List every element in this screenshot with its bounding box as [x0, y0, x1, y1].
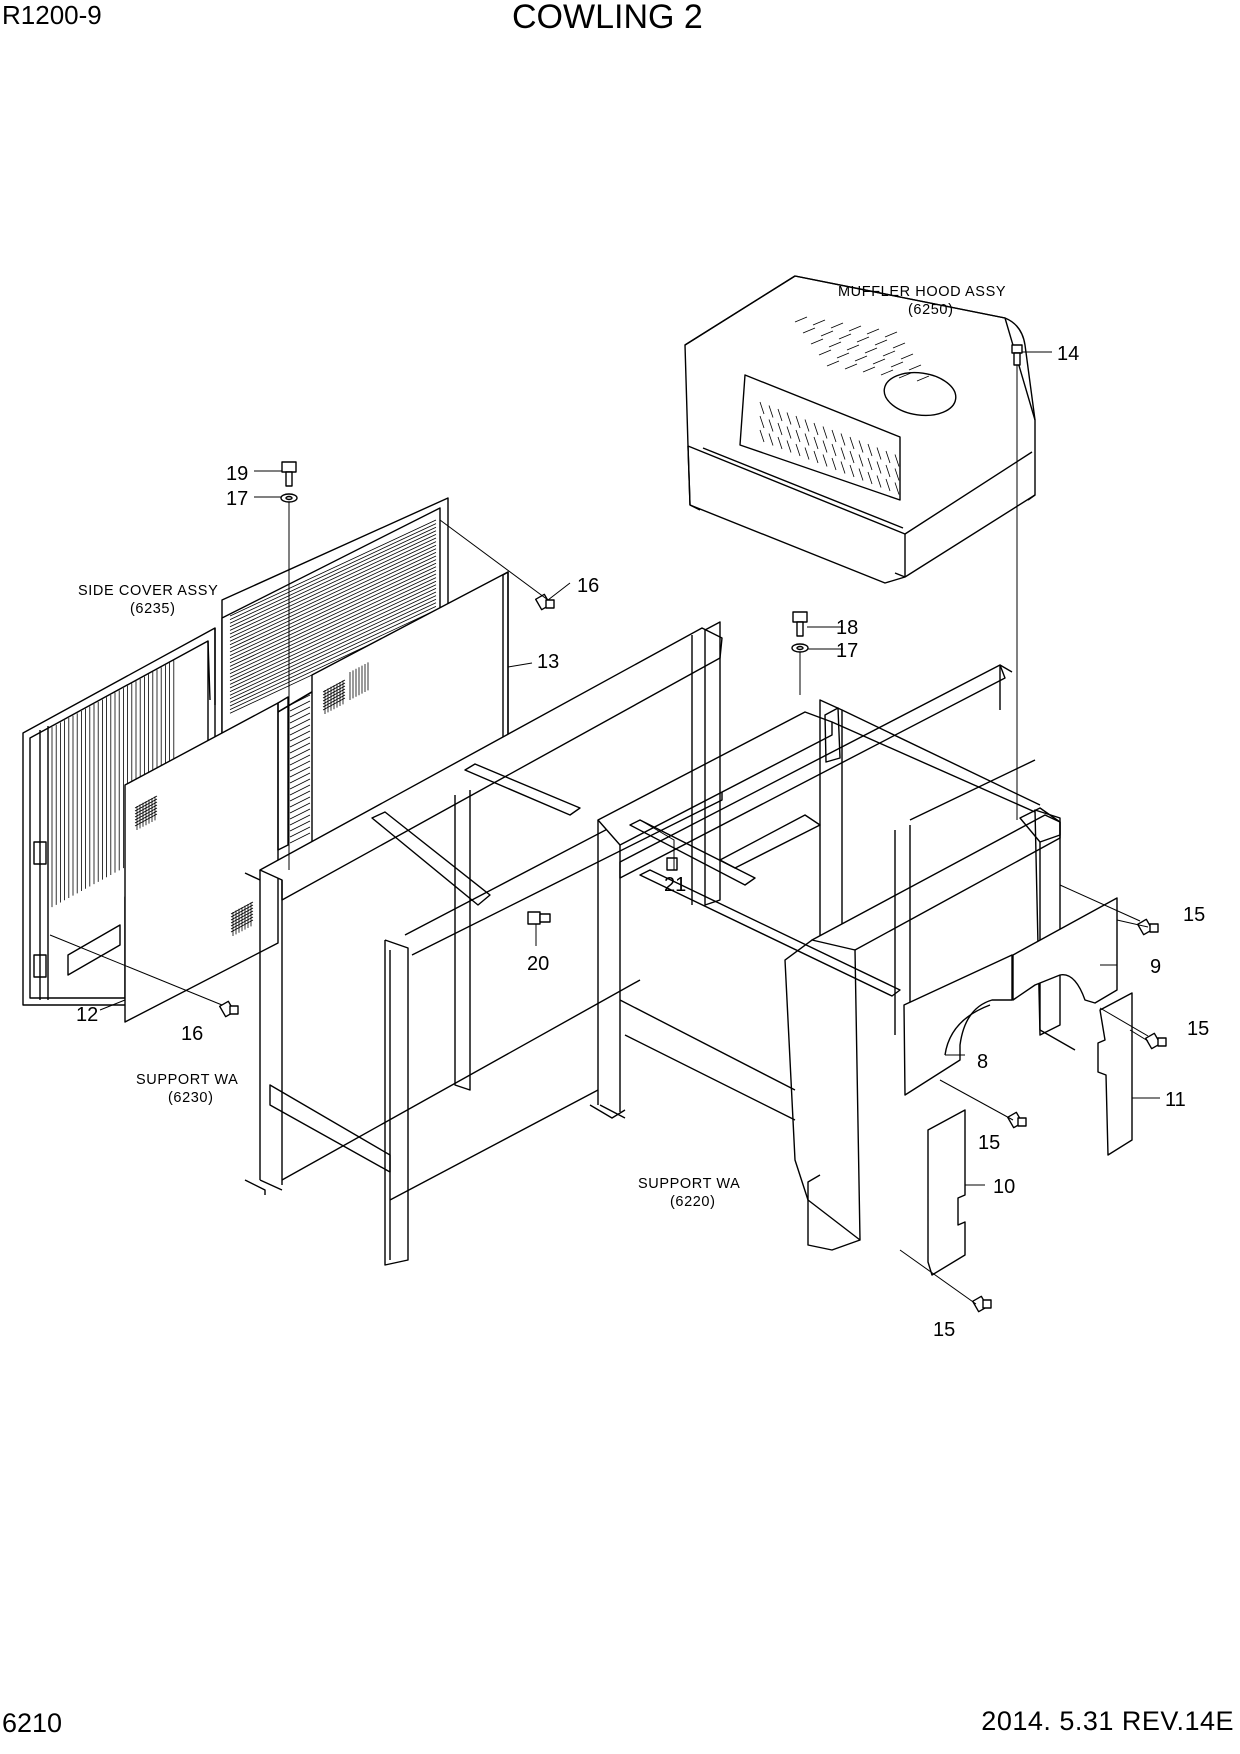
panel-10 [927, 1109, 966, 1276]
callout-15-d: 15 [933, 1319, 955, 1341]
model-number: R1200-9 [2, 0, 102, 30]
support-wa-6220-frame [589, 621, 1076, 1251]
callout-17-b: 17 [836, 640, 858, 662]
page-title: COWLING 2 [512, 0, 703, 36]
bolt-14-icon [1011, 344, 1023, 366]
callout-14: 14 [1057, 343, 1079, 365]
callout-16-a: 16 [577, 575, 599, 597]
support-wa-6220-code: (6220) [670, 1194, 716, 1210]
muffler-hood-assy-code: (6250) [908, 302, 954, 318]
side-cover-assy-code: (6235) [130, 601, 176, 617]
bolt-16-lower-icon [218, 1000, 239, 1018]
callout-18: 18 [836, 617, 858, 639]
callout-11: 11 [1165, 1089, 1186, 1111]
washer-17-left-icon [280, 493, 298, 503]
bolt-16-upper-icon [534, 593, 555, 611]
support-wa-6220-label: SUPPORT WA [638, 1176, 740, 1192]
callout-13: 13 [537, 651, 559, 673]
bolt-18-icon [792, 611, 808, 637]
panel-8 [903, 954, 1013, 1096]
side-cover-assy-label: SIDE COVER ASSY [78, 583, 218, 599]
panel-9 [1012, 897, 1118, 1004]
callout-21: 21 [664, 874, 686, 896]
callout-20: 20 [527, 953, 549, 975]
page-number: 6210 [2, 1708, 63, 1738]
washer-17-right-icon [791, 643, 809, 653]
support-wa-6230-label: SUPPORT WA [136, 1072, 238, 1088]
panel-11 [1097, 992, 1133, 1156]
callout-8: 8 [977, 1051, 988, 1073]
callout-19: 19 [226, 463, 248, 485]
callout-15-c: 15 [978, 1132, 1000, 1154]
side-cover-assy [22, 497, 509, 1023]
bolt-15-icon [971, 918, 1167, 1313]
leader-lines [49, 351, 1160, 1305]
revision-date: 2014. 5.31 REV.14E [981, 1706, 1234, 1736]
muffler-hood-assy [684, 275, 1036, 584]
support-wa-6230-frame [244, 627, 723, 1266]
support-wa-6230-code: (6230) [168, 1090, 214, 1106]
muffler-hood-assy-label: MUFFLER HOOD ASSY [838, 284, 1006, 300]
callout-17-a: 17 [226, 488, 248, 510]
callout-10: 10 [993, 1176, 1015, 1198]
callout-15-b: 15 [1187, 1018, 1209, 1040]
callout-15-a: 15 [1183, 904, 1205, 926]
nut-21-icon [666, 857, 678, 871]
bolt-19-icon [281, 461, 297, 487]
bolt-20-icon [527, 911, 551, 925]
callout-16-b: 16 [181, 1023, 203, 1045]
callout-12: 12 [76, 1004, 98, 1026]
callout-9: 9 [1150, 956, 1161, 978]
